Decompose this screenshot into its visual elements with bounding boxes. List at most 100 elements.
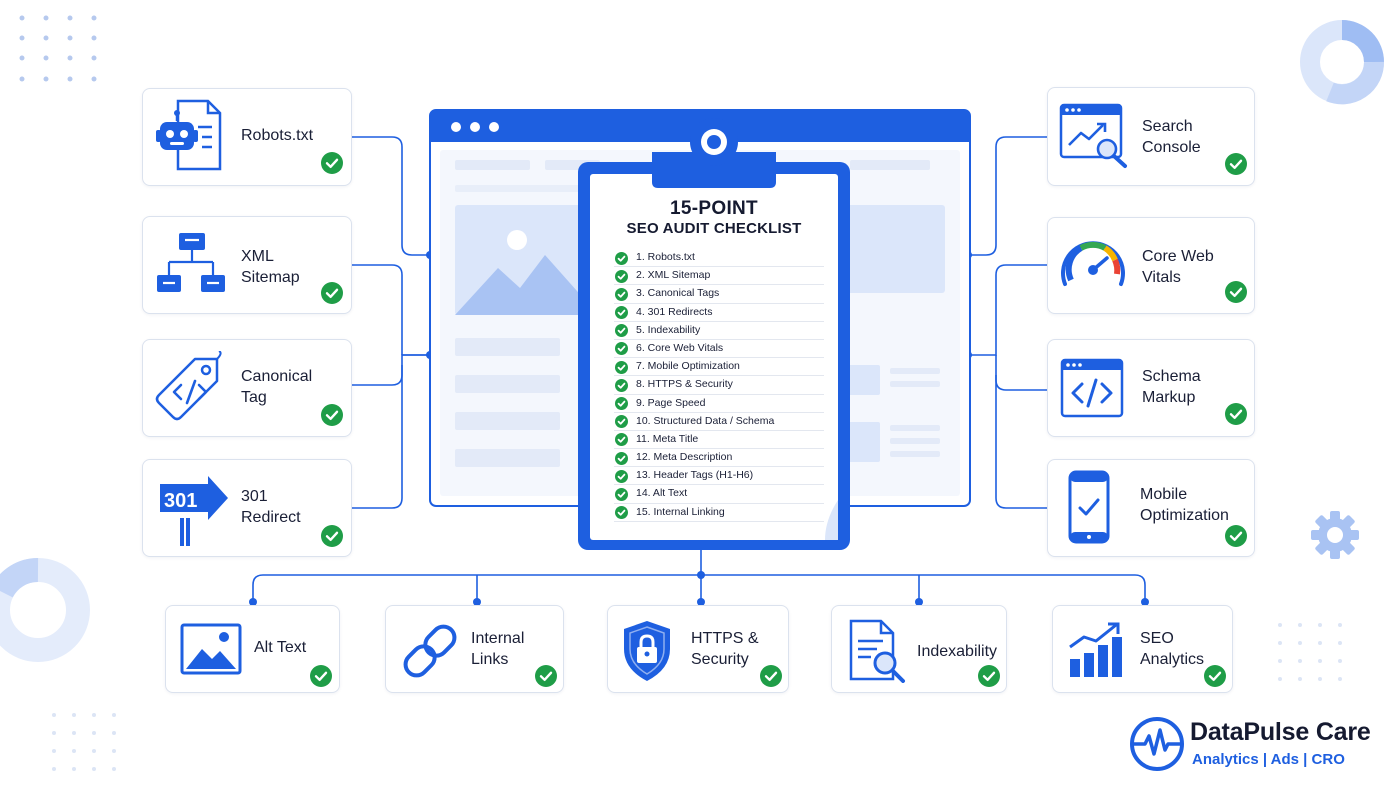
check-icon: [615, 415, 628, 429]
checklist-item: 1. Robots.txt: [614, 249, 824, 268]
check-icon: [1225, 403, 1247, 425]
card-label-line: Vitals: [1142, 269, 1181, 286]
checklist-item-label: 13. Header Tags (H1-H6): [636, 469, 754, 482]
check-icon: [615, 397, 628, 410]
card-indexability: Indexability: [831, 605, 1007, 693]
card-label: Alt Text: [254, 637, 306, 658]
checklist-item: 2. XML Sitemap: [614, 267, 824, 286]
dot-grid-decoration: [19, 15, 97, 82]
checklist-item-label: 10. Structured Data / Schema: [636, 414, 775, 427]
checklist-item: 3. Canonical Tags: [614, 285, 824, 304]
checklist-item: 6. Core Web Vitals: [614, 340, 824, 359]
brand-tagline: Analytics | Ads | CRO: [1192, 751, 1345, 768]
search-console-icon: [1059, 101, 1129, 174]
card-label-line: XML: [241, 248, 274, 265]
redirect-sign-icon: 301: [158, 474, 230, 553]
card-label: SEO Analytics: [1140, 628, 1204, 670]
checklist-item-label: 2. XML Sitemap: [636, 269, 711, 282]
check-icon: [321, 404, 343, 426]
card-label-line: Alt Text: [254, 639, 307, 656]
check-icon: [535, 665, 557, 687]
robot-document-icon: [154, 97, 224, 180]
heartbeat-logo-icon: [1130, 717, 1184, 771]
image-icon: [180, 623, 242, 680]
card-label-line: Sitemap: [241, 269, 300, 286]
mobile-check-icon: [1066, 470, 1112, 551]
card-label-line: Mobile: [1140, 486, 1188, 503]
check-icon: [978, 665, 1000, 687]
checklist-item: 8. HTTPS & Security: [614, 376, 824, 395]
card-label: HTTPS &Security: [691, 628, 759, 670]
check-icon: [615, 378, 628, 392]
checklist-item: 13. Header Tags (H1-H6): [614, 467, 824, 486]
check-icon: [1225, 153, 1247, 175]
card-label: XML Sitemap: [241, 246, 300, 288]
check-icon: [310, 665, 332, 687]
check-icon: [615, 251, 628, 265]
gauge-icon: [1057, 230, 1129, 299]
card-label-line: Schema: [1142, 368, 1201, 385]
checklist-item-label: 6. Core Web Vitals: [636, 341, 724, 354]
growth-chart-icon: [1066, 621, 1130, 684]
checklist-item-label: 5. Indexability: [636, 323, 701, 336]
check-icon: [615, 433, 628, 447]
gear-icon: [1311, 511, 1359, 559]
checklist-item: 9. Page Speed: [614, 395, 824, 413]
card-label-line: Analytics: [1140, 651, 1205, 668]
card-label-line: Optimization: [1140, 507, 1229, 524]
card-label-line: Robots.txt: [241, 127, 314, 144]
check-icon: [615, 324, 628, 338]
checklist-item-label: 11. Meta Title: [636, 432, 699, 445]
checklist-item: 12. Meta Description: [614, 449, 824, 468]
card-https-security: HTTPS &Security: [607, 605, 789, 693]
checklist-item-label: 1. Robots.txt: [636, 251, 695, 263]
card-label-line: Console: [1142, 139, 1201, 156]
code-tag-icon: [155, 350, 225, 432]
sitemap-icon: [155, 229, 227, 302]
card-label-line: SEO: [1140, 630, 1174, 647]
donut-decoration: [1300, 20, 1385, 105]
card-label-line: Markup: [1142, 389, 1196, 406]
card-label: Indexability: [917, 641, 997, 662]
sign-text: 301: [164, 490, 197, 512]
checklist-item-label: 3. Canonical Tags: [636, 287, 720, 300]
shield-lock-icon: [620, 619, 674, 688]
card-label-line: Search: [1142, 118, 1193, 135]
card-label-line: 301: [241, 488, 268, 505]
check-icon: [615, 287, 628, 301]
check-icon: [615, 487, 628, 501]
check-icon: [615, 469, 628, 483]
checklist-item: 14. Alt Text: [614, 485, 824, 504]
brand-name: DataPulse Care: [1190, 718, 1371, 746]
checklist-item-label: 14. Alt Text: [636, 487, 688, 500]
document-search-icon: [847, 619, 907, 688]
checklist-item-label: 4. 301 Redirects: [636, 305, 713, 318]
code-window-icon: [1060, 356, 1126, 425]
check-icon: [321, 282, 343, 304]
check-icon: [1204, 665, 1226, 687]
link-icon: [398, 620, 462, 687]
checklist-item-label: 9. Page Speed: [636, 396, 706, 409]
checklist-item: 15. Internal Linking: [614, 504, 824, 522]
check-icon: [615, 451, 628, 465]
card-label-line: HTTPS &: [691, 630, 759, 647]
card-label-line: Tag: [241, 389, 267, 406]
checklist-item-label: 7. Mobile Optimization: [636, 360, 740, 373]
card-alt-text: Alt Text: [165, 605, 340, 693]
dot-grid-decoration: [1278, 623, 1342, 681]
check-icon: [321, 152, 343, 174]
